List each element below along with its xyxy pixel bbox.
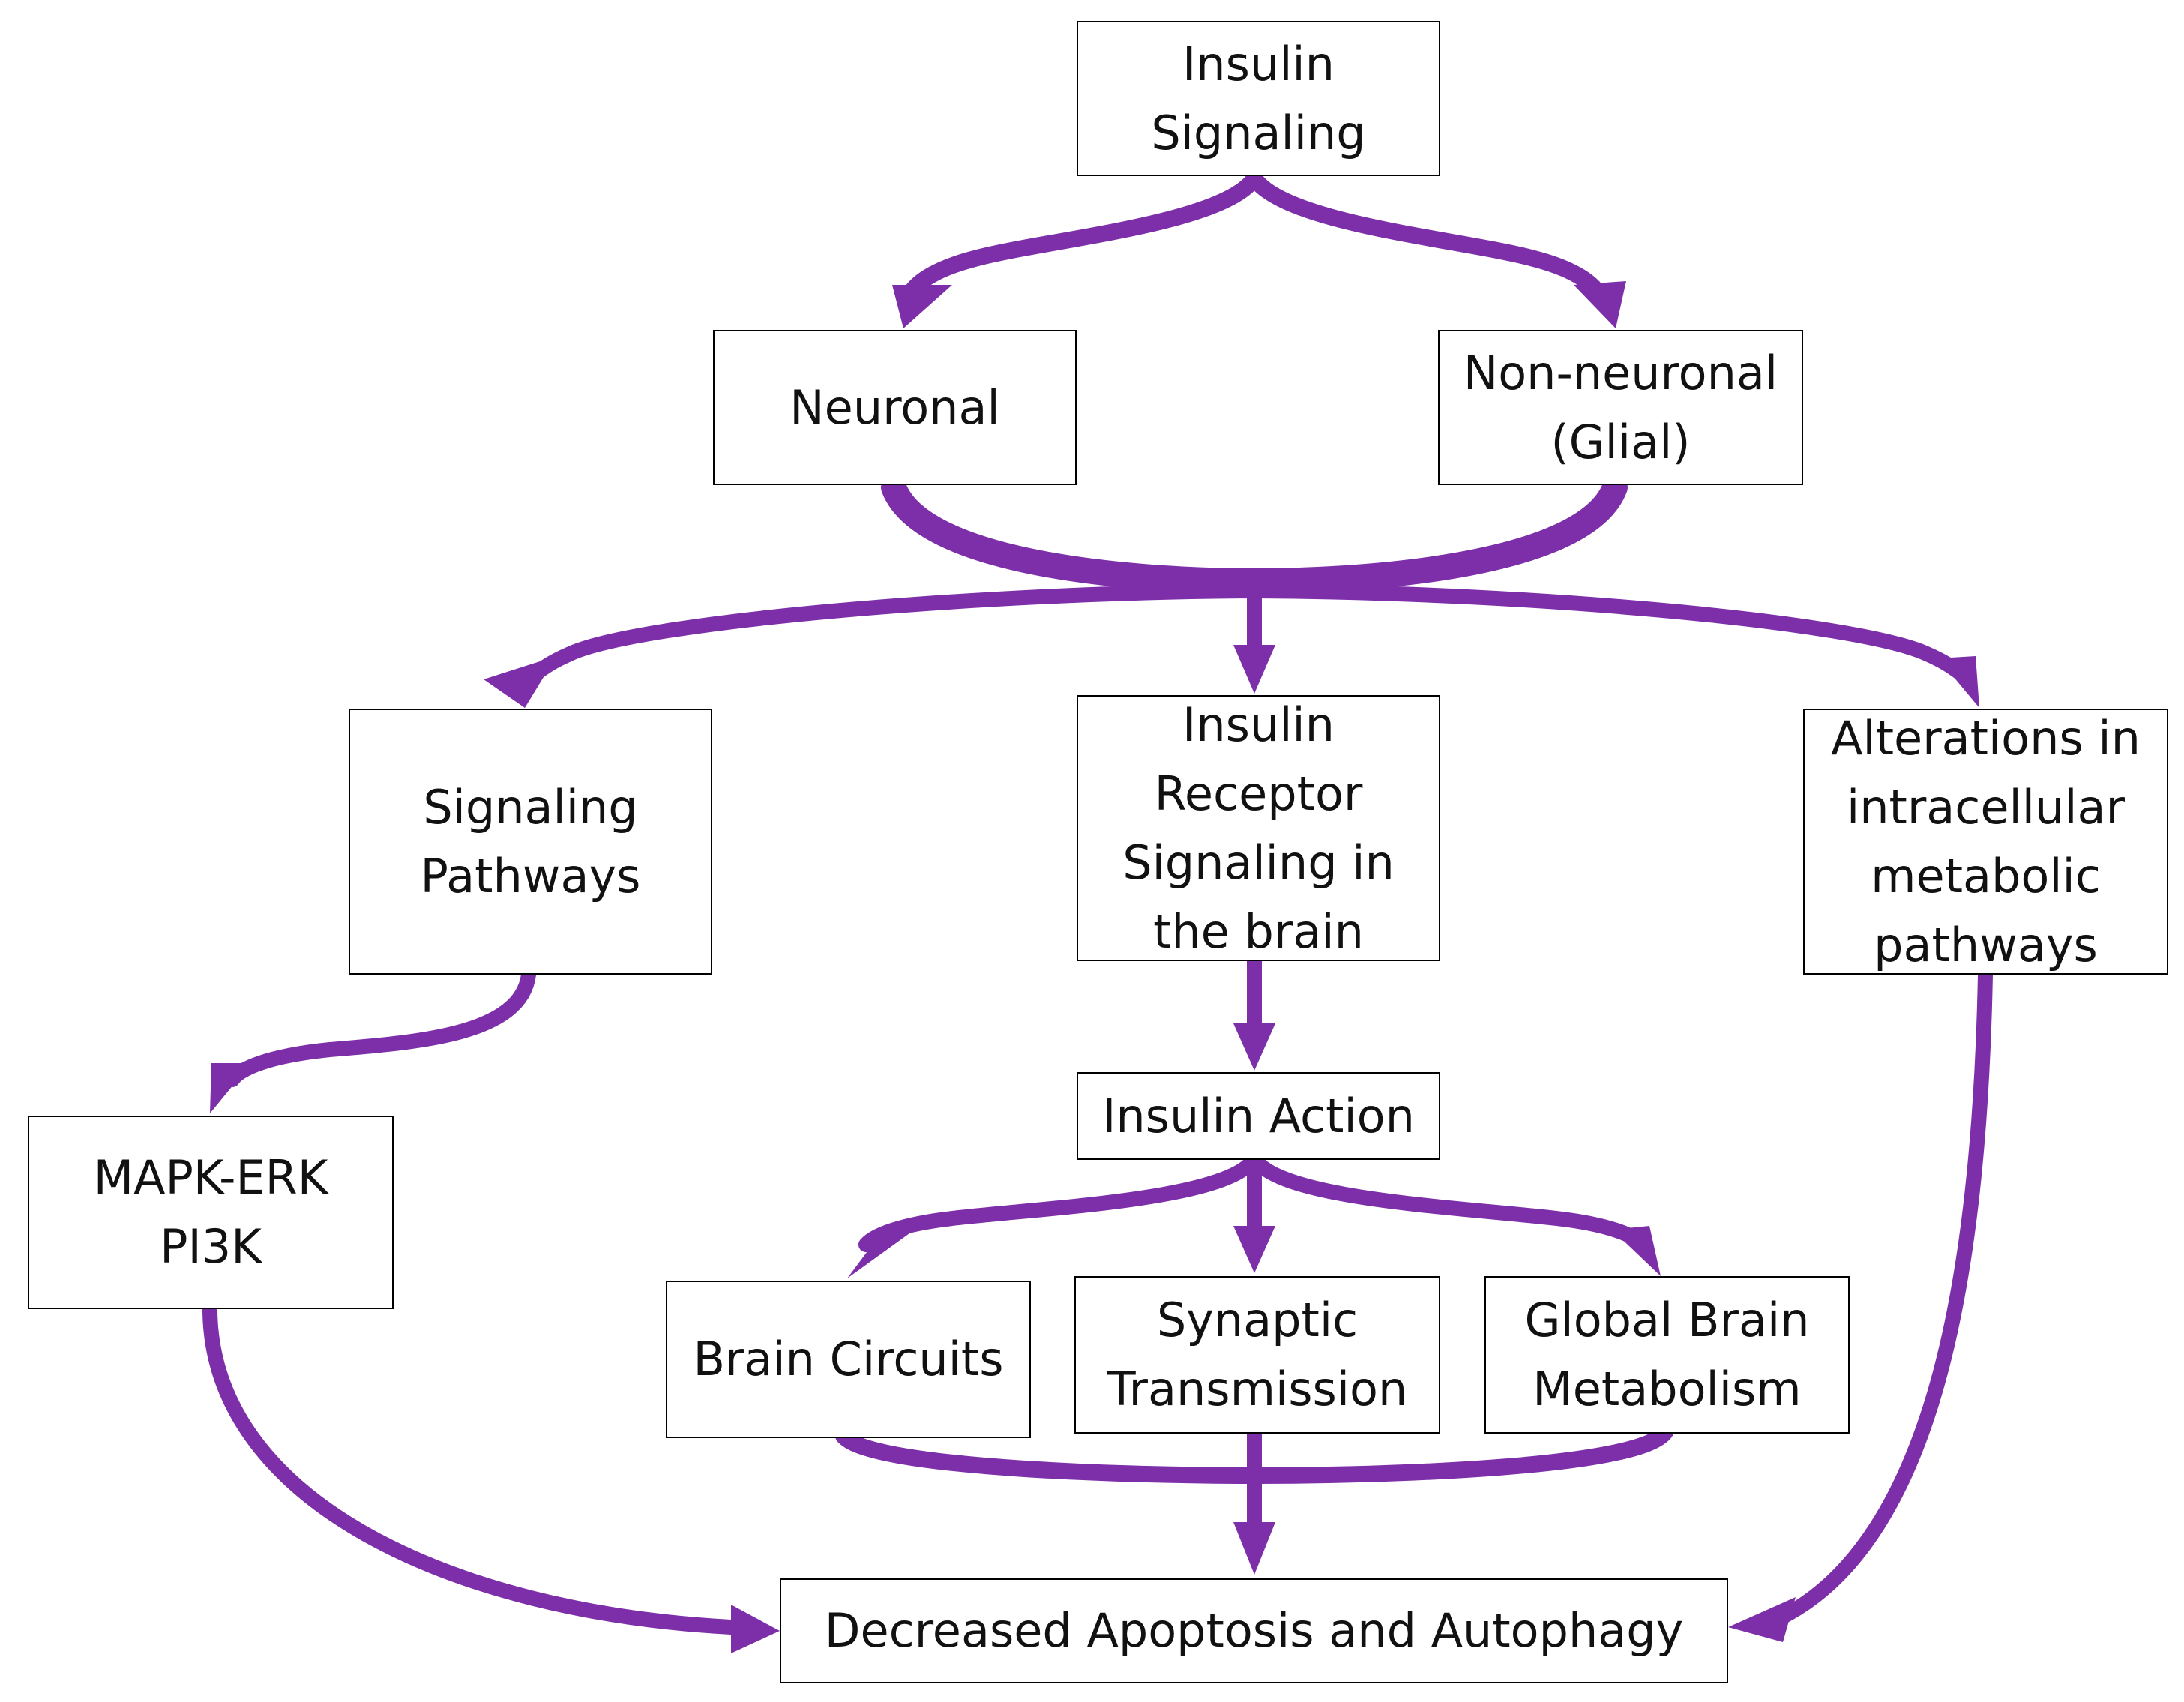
arrowhead-alterations <box>1938 656 1979 708</box>
arrowhead-brain-circuits <box>847 1228 915 1278</box>
arrowhead-global-metabolism <box>1612 1226 1661 1276</box>
node-non-neuronal-glial: Non-neuronal (Glial) <box>1438 330 1803 485</box>
edge-action-to-global-metabolism <box>1247 1151 1650 1252</box>
node-insulin-receptor-signaling: Insulin Receptor Signaling in the brain <box>1077 695 1440 961</box>
edge-merge-to-signaling-pathways <box>526 583 1262 682</box>
node-decreased-apoptosis-autophagy: Decreased Apoptosis and Autophagy <box>780 1578 1728 1683</box>
edge-action-to-brain-circuits <box>858 1151 1262 1252</box>
node-alterations-metabolic-pathways: Alterations in intracellular metabolic p… <box>1803 709 2168 975</box>
arrowhead-glial <box>1574 281 1626 328</box>
arrowhead-neuronal <box>892 285 952 328</box>
edge-merge-to-alterations <box>1247 583 1970 682</box>
node-neuronal: Neuronal <box>713 330 1077 485</box>
arrowhead-action <box>1233 1023 1275 1071</box>
arrowhead-decreased-left <box>731 1605 780 1653</box>
node-insulin-action: Insulin Action <box>1077 1072 1440 1160</box>
edge-pathways-to-mapk <box>225 967 536 1087</box>
node-global-brain-metabolism: Global Brain Metabolism <box>1484 1276 1850 1434</box>
edge-cell-types-merge <box>881 475 1628 595</box>
arrowhead-receptor <box>1233 645 1275 694</box>
node-signaling-pathways: Signaling Pathways <box>349 709 712 975</box>
arrowhead-decreased-right <box>1728 1597 1796 1642</box>
node-insulin-signaling: Insulin Signaling <box>1077 21 1440 176</box>
arrowhead-decreased-center <box>1233 1522 1275 1575</box>
node-synaptic-transmission: Synaptic Transmission <box>1074 1276 1440 1434</box>
arrowhead-mapk <box>210 1063 251 1113</box>
edge-mapk-to-decreased <box>202 1301 738 1635</box>
edge-signaling-to-neuronal <box>903 170 1263 301</box>
node-brain-circuits: Brain Circuits <box>666 1281 1031 1438</box>
arrowhead-synaptic <box>1233 1226 1275 1273</box>
edge-alterations-to-decreased <box>1769 967 1993 1627</box>
edge-signaling-to-glial <box>1246 170 1606 301</box>
arrowhead-signaling-pathways <box>484 656 556 708</box>
node-mapk-erk-pi3k: MAPK-ERK PI3K <box>28 1116 394 1309</box>
